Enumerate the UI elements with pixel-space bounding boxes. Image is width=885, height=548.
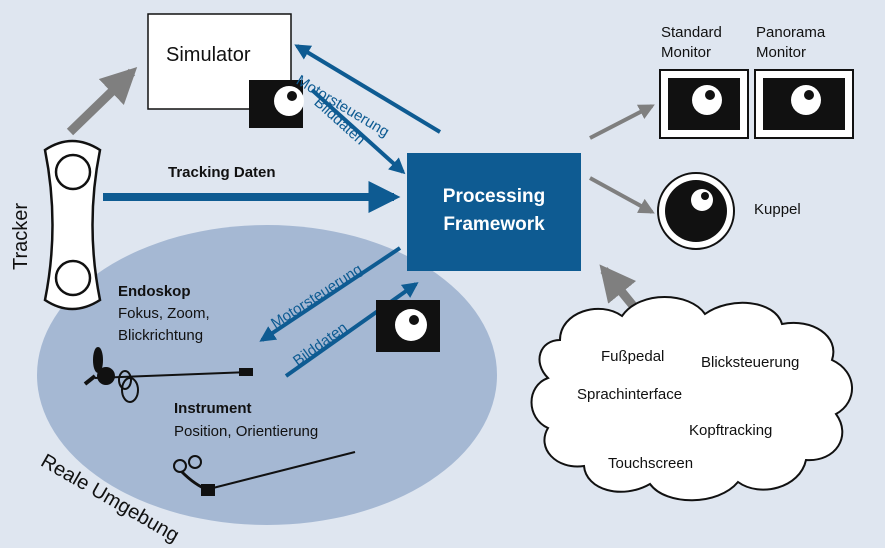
arrow-motor-bottom — [259, 246, 402, 342]
input-fusspedal: Fußpedal — [601, 348, 665, 365]
arrow-to-monitors — [589, 104, 655, 140]
endoskop-title: Endoskop — [118, 283, 191, 300]
input-sprachinterface: Sprachinterface — [577, 386, 683, 403]
arrow-image-bottom — [284, 282, 419, 378]
simulator-camera-icon — [249, 80, 304, 128]
input-blicksteuerung: Blicksteuerung — [701, 354, 800, 371]
simulator-label: Simulator — [166, 44, 251, 66]
standard-monitor-icon — [659, 69, 749, 139]
endoscope-camera-icon — [376, 300, 440, 352]
standard-monitor-label-1: Standard — [661, 24, 722, 41]
tracking-data-label: Tracking Daten — [168, 164, 276, 181]
kuppel-label: Kuppel — [754, 201, 801, 218]
instrument-line1: Position, Orientierung — [174, 423, 319, 440]
standard-monitor-label-2: Monitor — [661, 44, 712, 61]
diagram-canvas: Simulator Motorsteuerung Bilddaten Track… — [10, 13, 854, 547]
input-touchscreen: Touchscreen — [608, 455, 694, 472]
diagram-graphics — [37, 13, 854, 525]
arrow-tracker-to-simulator — [66, 66, 138, 136]
input-kopftracking: Kopftracking — [689, 422, 773, 439]
processing-framework-label-2: Framework — [443, 214, 545, 235]
panorama-monitor-label-1: Panorama — [756, 24, 826, 41]
panorama-monitor-label-2: Monitor — [756, 44, 807, 61]
processing-framework-label-1: Processing — [442, 186, 546, 207]
instrument-title: Instrument — [174, 400, 252, 417]
arrow-motor-top — [294, 44, 442, 134]
tracker-device — [43, 139, 102, 311]
endoskop-line2: Blickrichtung — [118, 327, 204, 344]
input-methods-cloud — [530, 296, 853, 502]
kuppel-icon — [657, 172, 735, 250]
panorama-monitor-icon — [754, 69, 854, 139]
endoscope-icon — [83, 347, 253, 403]
arrow-image-top — [310, 88, 406, 175]
endoskop-line1: Fokus, Zoom, — [118, 305, 210, 322]
arrow-to-kuppel — [589, 176, 655, 214]
processing-framework-box — [407, 153, 581, 271]
tracker-label: Tracker — [10, 202, 32, 270]
instrument-icon — [173, 451, 356, 496]
